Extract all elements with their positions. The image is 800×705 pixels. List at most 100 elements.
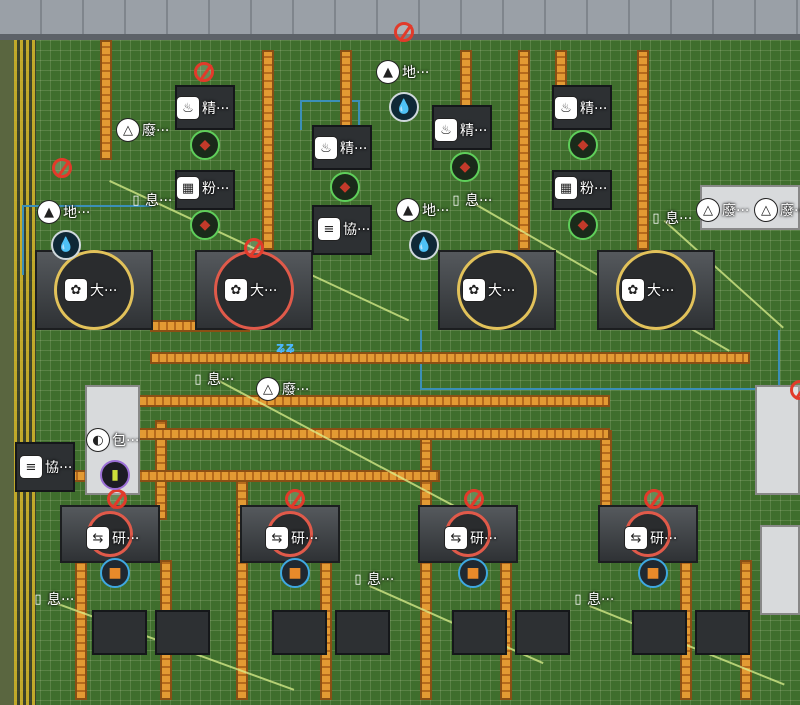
conveyor-belt[interactable] bbox=[130, 428, 610, 440]
ground-label[interactable]: ▲地··· bbox=[38, 200, 90, 224]
beacon-icon: ▯ bbox=[574, 591, 582, 607]
rest-label[interactable]: ▯息··· bbox=[130, 188, 172, 212]
ore-crystal-icon: ◆ bbox=[190, 210, 220, 240]
furnace-icon: ♨ bbox=[435, 119, 457, 141]
beacon-icon: ▯ bbox=[652, 210, 660, 226]
capsule-icon: ◐ bbox=[87, 429, 109, 451]
rest-label[interactable]: ▯息··· bbox=[450, 188, 492, 212]
fan-icon: ✿ bbox=[622, 279, 644, 301]
rest-label[interactable]: ▯息··· bbox=[352, 567, 394, 591]
output-hopper[interactable] bbox=[452, 610, 507, 655]
cube-icon: ■ bbox=[458, 558, 488, 588]
output-hopper[interactable] bbox=[92, 610, 147, 655]
refinery-unit[interactable] bbox=[312, 125, 372, 170]
ground-label[interactable]: ▲地··· bbox=[397, 198, 449, 222]
conveyor-belt[interactable] bbox=[75, 560, 87, 700]
cube-icon: ■ bbox=[638, 558, 668, 588]
storage-unit[interactable] bbox=[755, 385, 800, 495]
protocol-label[interactable]: ≡協··· bbox=[318, 217, 370, 241]
no-entry-icon bbox=[464, 489, 484, 509]
large-machine-label[interactable]: ✿大··· bbox=[225, 278, 277, 302]
research-label[interactable]: ⇆研··· bbox=[625, 526, 677, 550]
large-machine-label[interactable]: ✿大··· bbox=[622, 278, 674, 302]
rest-label[interactable]: ▯息··· bbox=[650, 206, 692, 230]
output-hopper[interactable] bbox=[695, 610, 750, 655]
waste-label[interactable]: △廢··· bbox=[117, 118, 169, 142]
conveyor-belt[interactable] bbox=[600, 430, 612, 510]
research-label[interactable]: ⇆研··· bbox=[266, 526, 318, 550]
research-label[interactable]: ⇆研··· bbox=[87, 526, 139, 550]
furnace-icon: ♨ bbox=[315, 137, 337, 159]
water-pipe[interactable] bbox=[22, 205, 152, 275]
arrows-swap-icon: ⇆ bbox=[87, 527, 109, 549]
furnace-icon: ♨ bbox=[555, 97, 577, 119]
large-machine[interactable] bbox=[195, 250, 313, 330]
mountain-icon: ▲ bbox=[38, 201, 60, 223]
rest-label[interactable]: ▯息··· bbox=[572, 587, 614, 611]
no-entry-icon bbox=[194, 62, 214, 82]
mountain-icon: ▲ bbox=[377, 61, 399, 83]
large-machine-label[interactable]: ✿大··· bbox=[65, 278, 117, 302]
conveyor-belt[interactable] bbox=[518, 50, 530, 250]
waste-label[interactable]: △廢··· bbox=[755, 198, 800, 222]
beacon-icon: ▯ bbox=[34, 591, 42, 607]
conveyor-belt[interactable] bbox=[340, 50, 352, 130]
mill-icon: ▦ bbox=[555, 177, 577, 199]
research-label[interactable]: ⇆研··· bbox=[445, 526, 497, 550]
waste-label[interactable]: △廢··· bbox=[257, 377, 309, 401]
rest-label[interactable]: ▯息··· bbox=[192, 367, 234, 391]
conveyor-belt[interactable] bbox=[420, 430, 432, 700]
no-entry-icon bbox=[107, 489, 127, 509]
document-icon: ≡ bbox=[318, 218, 340, 240]
mill-icon: ▦ bbox=[177, 177, 199, 199]
recycle-triangle-icon: △ bbox=[117, 119, 139, 141]
output-hopper[interactable] bbox=[155, 610, 210, 655]
refine-label[interactable]: ♨精··· bbox=[315, 136, 367, 160]
ore-crystal-icon: ◆ bbox=[190, 130, 220, 160]
package-label[interactable]: ◐包··· bbox=[87, 428, 139, 452]
fan-icon: ✿ bbox=[65, 279, 87, 301]
waste-label[interactable]: △廢··· bbox=[697, 198, 749, 222]
water-droplet-icon: 💧 bbox=[389, 92, 419, 122]
conveyor-belt[interactable] bbox=[150, 352, 750, 364]
output-hopper[interactable] bbox=[632, 610, 687, 655]
recycle-triangle-icon: △ bbox=[697, 199, 719, 221]
ore-crystal-icon: ◆ bbox=[330, 172, 360, 202]
no-entry-icon bbox=[790, 380, 800, 400]
ore-crystal-icon: ◆ bbox=[568, 210, 598, 240]
ore-crystal-icon: ◆ bbox=[450, 152, 480, 182]
output-hopper[interactable] bbox=[335, 610, 390, 655]
cube-icon: ■ bbox=[280, 558, 310, 588]
research-machine[interactable] bbox=[240, 505, 340, 563]
conveyor-belt[interactable] bbox=[100, 40, 112, 160]
water-pipe[interactable] bbox=[300, 100, 360, 130]
mountain-icon: ▲ bbox=[397, 199, 419, 221]
refine-label[interactable]: ♨精··· bbox=[177, 96, 229, 120]
arrows-swap-icon: ⇆ bbox=[625, 527, 647, 549]
powder-label[interactable]: ▦粉··· bbox=[555, 176, 607, 200]
conveyor-belt[interactable] bbox=[262, 50, 274, 250]
protocol-label[interactable]: ≡協··· bbox=[20, 455, 72, 479]
no-entry-icon bbox=[644, 489, 664, 509]
storage-unit[interactable] bbox=[760, 525, 800, 615]
recycle-triangle-icon: △ bbox=[755, 199, 777, 221]
rest-label[interactable]: ▯息··· bbox=[32, 587, 74, 611]
refine-label[interactable]: ♨精··· bbox=[555, 96, 607, 120]
powder-label[interactable]: ▦粉··· bbox=[177, 176, 229, 200]
beacon-icon: ▯ bbox=[354, 571, 362, 587]
conveyor-belt[interactable] bbox=[130, 395, 610, 407]
no-entry-icon bbox=[244, 238, 264, 258]
no-entry-icon bbox=[52, 158, 72, 178]
output-hopper[interactable] bbox=[515, 610, 570, 655]
fan-icon: ✿ bbox=[225, 279, 247, 301]
refine-label[interactable]: ♨精··· bbox=[435, 118, 487, 142]
output-hopper[interactable] bbox=[272, 610, 327, 655]
document-icon: ≡ bbox=[20, 456, 42, 478]
large-machine-label[interactable]: ✿大··· bbox=[463, 278, 515, 302]
arrows-swap-icon: ⇆ bbox=[445, 527, 467, 549]
conveyor-belt[interactable] bbox=[60, 470, 440, 482]
cube-icon: ■ bbox=[100, 558, 130, 588]
ground-label[interactable]: ▲地··· bbox=[377, 60, 429, 84]
conveyor-belt[interactable] bbox=[637, 50, 649, 250]
